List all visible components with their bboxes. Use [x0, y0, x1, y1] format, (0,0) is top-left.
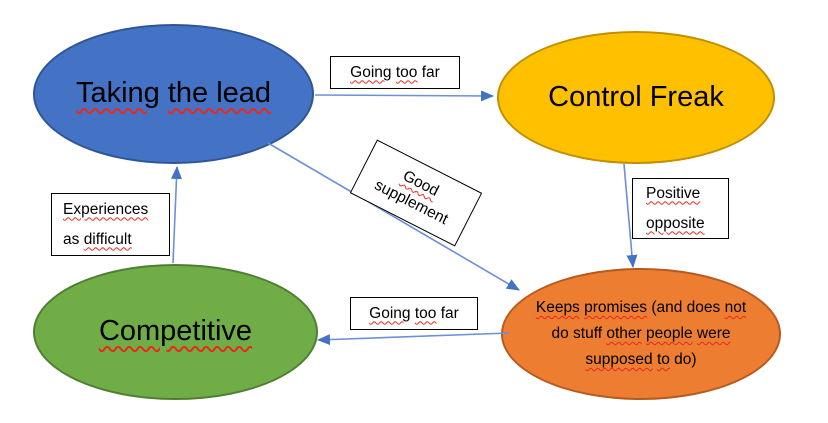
node-keeps-promises-label: Keeps promises (and does not do stuff ot…	[515, 295, 767, 373]
node-keeps-promises[interactable]: Keeps promises (and does not do stuff ot…	[501, 268, 781, 400]
keeps-promises-line-3: supposed to do)	[585, 351, 697, 368]
label-positive-opposite-line-2: opposite	[646, 214, 705, 232]
keeps-promises-line-1: Keeps promises (and does not	[535, 299, 747, 316]
label-positive-opposite-line-1: Positive	[646, 184, 701, 202]
arrow-taking-the-lead-to-control-freak[interactable]	[314, 90, 494, 102]
label-going-too-far-bottom[interactable]: Going too far	[350, 297, 478, 330]
label-experiences-line-2: as difficult	[63, 230, 132, 248]
node-competitive[interactable]: Competitive	[33, 264, 318, 400]
keeps-promises-line-2: do stuff other people were	[551, 325, 731, 342]
node-control-freak[interactable]: Control Freak	[497, 31, 775, 164]
node-taking-the-lead-label: Taking the lead	[75, 77, 272, 110]
node-control-freak-label: Control Freak	[548, 80, 724, 113]
node-taking-the-lead[interactable]: Taking the lead	[33, 24, 314, 164]
label-going-too-far-bottom-text: Going too far	[369, 304, 459, 322]
label-going-too-far-top-text: Going too far	[350, 63, 440, 81]
label-good-supplement[interactable]: Good supplement	[349, 139, 483, 247]
arrow-keeps-promises-to-competitive[interactable]	[317, 332, 510, 346]
label-positive-opposite[interactable]: Positive opposite	[632, 178, 729, 239]
label-experiences-as-difficult[interactable]: Experiences as difficult	[51, 193, 170, 256]
node-competitive-label: Competitive	[98, 315, 253, 348]
label-experiences-line-1: Experiences	[63, 200, 149, 218]
label-going-too-far-top[interactable]: Going too far	[330, 56, 460, 89]
arrow-competitive-to-taking-the-lead[interactable]	[171, 166, 182, 264]
